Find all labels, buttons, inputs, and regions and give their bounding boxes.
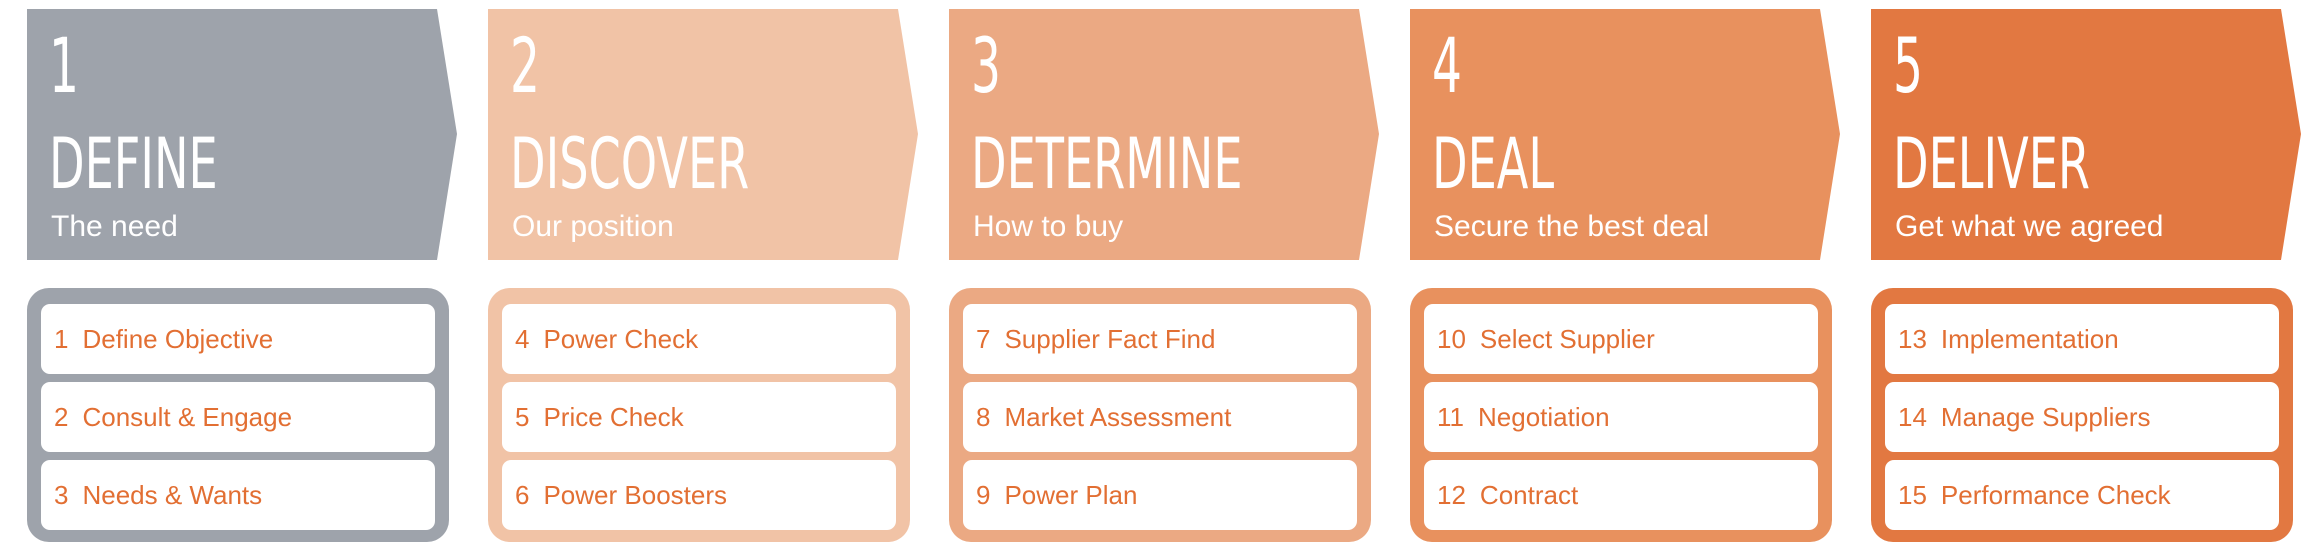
stage-title: DEFINE xyxy=(49,123,218,205)
step-item: 4 Power Check xyxy=(502,304,896,374)
stage-subtitle: The need xyxy=(51,210,178,243)
step-number: 8 xyxy=(976,401,991,432)
step-label: Needs & Wants xyxy=(82,479,263,510)
arrow-shape xyxy=(1410,9,1840,260)
arrow-path xyxy=(1410,9,1840,260)
step-item: 9 Power Plan xyxy=(963,460,1357,530)
step-item: 10 Select Supplier xyxy=(1424,304,1818,374)
step-item: 14 Manage Suppliers xyxy=(1885,382,2279,452)
stage-arrow: 2 DISCOVER Our position xyxy=(488,9,918,260)
stage-number: 1 xyxy=(49,21,79,110)
step-box: 13 Implementation 14 Manage Suppliers 15 Pe… xyxy=(1871,288,2293,542)
stage-subtitle: How to buy xyxy=(973,210,1124,243)
stage-subtitle: Secure the best deal xyxy=(1434,210,1710,243)
step-number: 9 xyxy=(976,479,991,510)
step-label: Performance Check xyxy=(1940,479,2171,510)
stage-deal: 4 DEAL Secure the best deal 10 Select Sup… xyxy=(1410,0,1840,552)
stage-determine: 3 DETERMINE How to buy 7 Supplier Fact Fi… xyxy=(949,0,1379,552)
stage-number: 2 xyxy=(510,21,540,110)
step-number: 4 xyxy=(515,323,530,354)
step-number: 5 xyxy=(515,401,530,432)
step-number: 2 xyxy=(54,401,69,432)
step-box: 4 Power Check 5 Price Check 6 Power Booster… xyxy=(488,288,910,542)
stage-arrow: 5 DELIVER Get what we agreed xyxy=(1871,9,2301,260)
stage-deliver: 5 DELIVER Get what we agreed 13 Implement… xyxy=(1871,0,2301,552)
step-label: Contract xyxy=(1479,479,1579,510)
arrow-path xyxy=(488,9,918,260)
step-item: 7 Supplier Fact Find xyxy=(963,304,1357,374)
step-box: 10 Select Supplier 11 Negotiation 12 Contra… xyxy=(1410,288,1832,542)
step-label: Supplier Fact Find xyxy=(1004,323,1216,354)
step-number: 11 xyxy=(1437,401,1464,432)
arrow-shape xyxy=(1871,9,2301,260)
step-item: 3 Needs & Wants xyxy=(41,460,435,530)
stage-title: DETERMINE xyxy=(971,123,1243,205)
step-item: 12 Contract xyxy=(1424,460,1818,530)
stage-title: DEAL xyxy=(1432,123,1555,205)
step-number: 15 xyxy=(1898,479,1927,510)
step-item: 6 Power Boosters xyxy=(502,460,896,530)
step-label: Manage Suppliers xyxy=(1940,401,2151,432)
step-number: 10 xyxy=(1437,323,1466,354)
step-box: 1 Define Objective 2 Consult & Engage 3 Nee… xyxy=(27,288,449,542)
step-label: Power Plan xyxy=(1004,479,1138,510)
step-label: Consult & Engage xyxy=(82,401,293,432)
step-number: 14 xyxy=(1898,401,1927,432)
stage-arrow: 3 DETERMINE How to buy xyxy=(949,9,1379,260)
arrow-shape xyxy=(949,9,1379,260)
stage-title: DELIVER xyxy=(1893,123,2091,205)
step-label: Power Boosters xyxy=(543,479,727,510)
step-item: 2 Consult & Engage xyxy=(41,382,435,452)
stage-discover: 2 DISCOVER Our position 4 Power Check 5 Pr… xyxy=(488,0,918,552)
step-item: 1 Define Objective xyxy=(41,304,435,374)
step-label: Negotiation xyxy=(1478,401,1610,432)
arrow-path xyxy=(1871,9,2301,260)
step-label: Market Assessment xyxy=(1004,401,1232,432)
arrow-shape xyxy=(488,9,918,260)
stage-arrow: 4 DEAL Secure the best deal xyxy=(1410,9,1840,260)
stage-number: 4 xyxy=(1432,21,1462,110)
step-label: Define Objective xyxy=(82,323,274,354)
step-label: Select Supplier xyxy=(1479,323,1655,354)
arrow-path xyxy=(949,9,1379,260)
stage-title: DISCOVER xyxy=(510,123,750,205)
step-number: 6 xyxy=(515,479,530,510)
step-item: 8 Market Assessment xyxy=(963,382,1357,452)
step-item: 11 Negotiation xyxy=(1424,382,1818,452)
step-number: 12 xyxy=(1437,479,1466,510)
step-number: 7 xyxy=(976,323,991,354)
arrow-path xyxy=(27,9,457,260)
arrow-shape xyxy=(27,9,457,260)
step-label: Power Check xyxy=(543,323,699,354)
stage-number: 3 xyxy=(971,21,1001,110)
step-label: Price Check xyxy=(543,401,684,432)
step-number: 1 xyxy=(54,323,69,354)
step-number: 3 xyxy=(54,479,69,510)
stage-subtitle: Our position xyxy=(512,210,674,243)
step-item: 13 Implementation xyxy=(1885,304,2279,374)
step-box: 7 Supplier Fact Find 8 Market Assessment 9… xyxy=(949,288,1371,542)
step-label: Implementation xyxy=(1940,323,2119,354)
stage-arrow: 1 DEFINE The need xyxy=(27,9,457,260)
stage-subtitle: Get what we agreed xyxy=(1895,210,2164,243)
step-item: 15 Performance Check xyxy=(1885,460,2279,530)
step-number: 13 xyxy=(1898,323,1927,354)
step-item: 5 Price Check xyxy=(502,382,896,452)
stage-number: 5 xyxy=(1893,21,1923,110)
